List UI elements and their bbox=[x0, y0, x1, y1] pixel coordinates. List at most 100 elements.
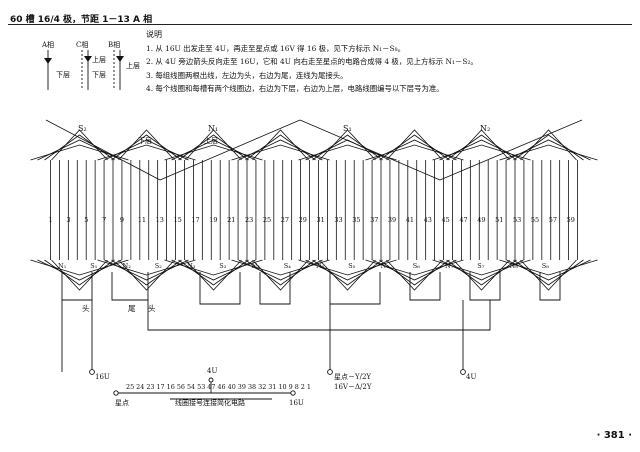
notes-block: 说明 1. 从 16U 出发走至 4U，再走至星点或 16V 得 16 极，见下… bbox=[146, 28, 478, 96]
slot-number: 19 bbox=[209, 216, 217, 224]
terminal-4u-right: 4U bbox=[466, 373, 476, 381]
coil-end-top bbox=[298, 144, 397, 161]
coil-end-top bbox=[453, 129, 510, 161]
notes-heading: 说明 bbox=[146, 30, 162, 39]
legend-phase-a: A相 bbox=[42, 41, 55, 49]
coil-end-top bbox=[379, 134, 450, 161]
end-bridge bbox=[409, 272, 441, 301]
coil-groups bbox=[30, 119, 598, 291]
pole-label: N₃ bbox=[187, 262, 196, 270]
legend-lower-1: 下层 bbox=[56, 71, 70, 79]
coil-end-bottom bbox=[499, 259, 598, 276]
order-sequence: 25 24 23 17 16 56 54 53 47 46 40 39 38 3… bbox=[126, 383, 311, 391]
pole-label: S₇ bbox=[477, 262, 484, 270]
slot-number: 59 bbox=[567, 216, 575, 224]
slot-number: 17 bbox=[191, 216, 199, 224]
slot-number: 27 bbox=[281, 216, 289, 224]
terminal-16v: 16V－Δ/2Y bbox=[334, 383, 372, 391]
coil-end-bottom bbox=[520, 259, 577, 291]
legend-phase-c: C相 bbox=[76, 41, 89, 49]
slot-number: 55 bbox=[531, 216, 539, 224]
pole-diagonal bbox=[299, 119, 441, 181]
pole-label: S₆ bbox=[413, 262, 420, 270]
pole-label: N₆ bbox=[381, 262, 390, 270]
top-pole-label: N₂ bbox=[480, 124, 490, 133]
simplified-circuit-lines bbox=[118, 382, 291, 400]
coil-end-top bbox=[231, 144, 330, 161]
coil-end-top bbox=[252, 129, 309, 161]
terminal-circles bbox=[89, 369, 466, 396]
terminal-star: 星点－Y/2Y bbox=[334, 373, 371, 381]
coil-end-top bbox=[238, 139, 323, 161]
terminal-16u: 16U bbox=[95, 373, 110, 381]
coil-end-bottom bbox=[298, 259, 397, 276]
layer-lower-label: 下层 bbox=[138, 137, 152, 145]
legend-lower-2: 下层 bbox=[92, 71, 106, 79]
page-title: 60 槽 16/4 极，节距 1－13 A 相 bbox=[10, 15, 153, 25]
coil-end-bottom bbox=[453, 259, 510, 291]
coil-end-bottom bbox=[104, 259, 189, 281]
terminal-16u-bottom: 16U bbox=[289, 399, 304, 407]
coil-end-bottom bbox=[37, 259, 122, 281]
end-bridge bbox=[111, 272, 149, 301]
slot-number: 21 bbox=[227, 216, 235, 224]
pole-label: N₂ bbox=[123, 262, 132, 270]
coil-end-top bbox=[30, 144, 129, 161]
coil-end-bottom bbox=[171, 259, 256, 281]
slot-number: 53 bbox=[513, 216, 521, 224]
coil-end-bottom bbox=[252, 259, 309, 291]
coil-end-bottom bbox=[111, 259, 182, 286]
caption: 线圈接号连接简化电路 bbox=[175, 398, 245, 407]
slot-number: 43 bbox=[424, 216, 432, 224]
legend-upper-1: 上层 bbox=[92, 56, 106, 64]
coil-end-top bbox=[305, 139, 390, 161]
coil-end-bottom bbox=[185, 259, 242, 291]
slot-number: 41 bbox=[406, 216, 414, 224]
note-item: 2. 从 4U 旁边箭头反向走至 16U，它和 4U 向右走至星点的电路合成得 … bbox=[146, 57, 478, 66]
coil-end-bottom bbox=[386, 259, 443, 291]
coil-end-bottom bbox=[432, 259, 531, 276]
note-item: 3. 每组线圈两根出线，左边为头，右边为尾，连线为尾接头。 bbox=[146, 70, 348, 80]
slot-number: 9 bbox=[120, 216, 124, 224]
coil-end-top bbox=[446, 134, 517, 161]
coil-end-top bbox=[513, 134, 584, 161]
pole-diagonal bbox=[439, 119, 583, 181]
pole-label: N₈ bbox=[510, 262, 519, 270]
note-item: 4. 每个线圈和每槽有两个线圈边，右边为下层，右边为上层，电路线圈编号以下层号为… bbox=[146, 84, 444, 93]
coil-end-bottom bbox=[164, 259, 263, 276]
pole-label: N₅ bbox=[316, 262, 325, 270]
coil-end-bottom bbox=[178, 259, 249, 286]
slot-number: 31 bbox=[316, 216, 324, 224]
pole-label: S₄ bbox=[284, 262, 291, 270]
coil-end-top bbox=[164, 144, 263, 161]
coil-end-bottom bbox=[118, 259, 175, 291]
slot-number: 11 bbox=[138, 216, 146, 224]
layer-upper-label: 上层 bbox=[204, 136, 218, 145]
end-bridge bbox=[329, 272, 381, 305]
end-bridge bbox=[539, 272, 561, 301]
pole-diagonal bbox=[159, 119, 301, 181]
pole-label: S₃ bbox=[219, 262, 226, 270]
slot-number: 23 bbox=[245, 216, 253, 224]
pole-label: N₁ bbox=[58, 262, 67, 270]
slot-number: 13 bbox=[156, 216, 164, 224]
end-bridge bbox=[469, 272, 501, 301]
end-bridge bbox=[259, 272, 291, 305]
slot-number: 45 bbox=[442, 216, 450, 224]
pole-label: S₅ bbox=[348, 262, 355, 270]
terminal-4u-mid: 4U bbox=[207, 367, 217, 375]
coil-end-bottom bbox=[97, 259, 196, 276]
legend-arrows bbox=[44, 56, 124, 64]
coil-end-top bbox=[506, 139, 591, 161]
pole-label: S₁ bbox=[90, 262, 97, 270]
coil-end-top bbox=[520, 129, 577, 161]
title-rule bbox=[8, 24, 632, 25]
slot-number: 29 bbox=[299, 216, 307, 224]
coil-end-bottom bbox=[319, 259, 376, 291]
coil-end-top bbox=[178, 134, 249, 161]
top-pole-label: S₁ bbox=[343, 124, 352, 133]
pole-label: N₇ bbox=[445, 262, 454, 270]
coil-end-top bbox=[365, 144, 464, 161]
